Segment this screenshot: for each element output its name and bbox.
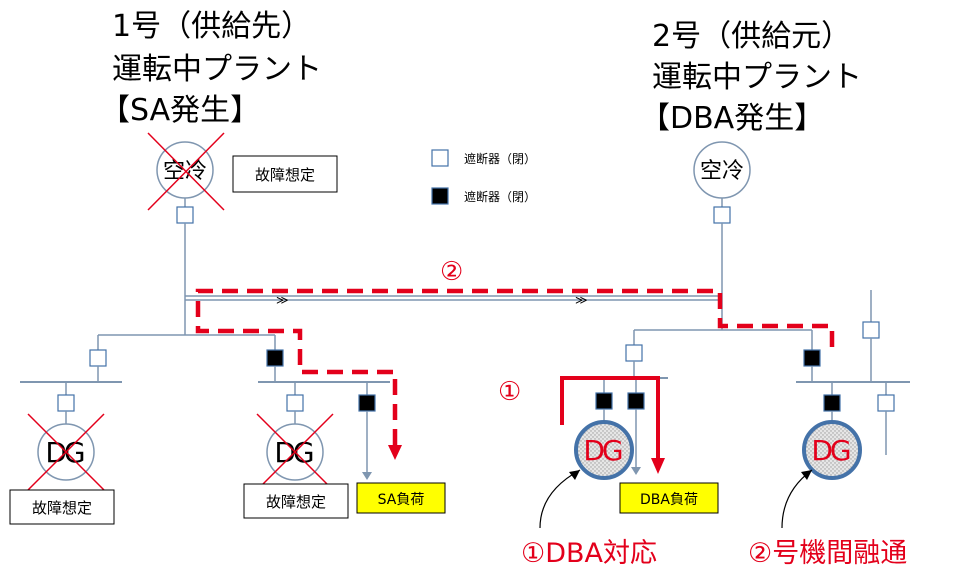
sa-load-label: SA負荷: [378, 492, 425, 508]
path-marker-1: ①: [498, 377, 521, 407]
unit2-dg2-breaker: [823, 394, 841, 412]
unit1-fault-label-top: 故障想定: [255, 166, 315, 184]
unit2-gen-breaker: [713, 206, 731, 224]
plant2-title-line1: 2号（供給元）: [652, 19, 851, 54]
path-marker-2: ②: [440, 257, 463, 287]
unit1-fault-label-dg1: 故障想定: [32, 499, 92, 517]
unit2-side-breaker-bottom: [877, 394, 895, 412]
unit1-feeder-breaker-left: [89, 349, 107, 367]
unit2-side-breaker-top: [862, 321, 880, 339]
interunit-caption: ②号機間融通: [748, 538, 907, 569]
plant2-title-line3: 【DBA発生】: [640, 101, 824, 136]
unit1-dg1: DG: [27, 413, 105, 491]
plant1-title-line1: 1号（供給先）: [112, 9, 311, 44]
unit1-aircooled-generator: 空冷: [147, 132, 225, 211]
dba-load-breaker: [627, 392, 645, 410]
dba-load-label: DBA負荷: [640, 492, 698, 508]
unit2-feeder-breaker-left: [625, 344, 643, 362]
unit2-aircooled-generator: 空冷: [693, 141, 751, 199]
legend-open-label: 遮断器（閉）: [464, 151, 536, 166]
unit2-feeder-breaker-right: [803, 349, 821, 367]
unit1-fault-box-dg2: 故障想定: [243, 483, 349, 519]
dba-response-caption: ①DBA対応: [521, 538, 657, 569]
tie-line: ≫ ≫: [185, 293, 722, 307]
unit2-dg2-label: DG: [811, 434, 850, 467]
unit2-aircooled-label: 空冷: [700, 159, 744, 184]
unit1-fault-box-dg1: 故障想定: [9, 489, 115, 525]
dba-arrow-icon: [651, 458, 665, 474]
unit2-dg1: DG: [574, 420, 634, 480]
unit1-feeder-breaker-right: [266, 349, 284, 367]
unit2-dg2: DG: [802, 420, 862, 480]
dba-load-box: DBA負荷: [619, 482, 719, 514]
dba-response-path: [560, 376, 660, 458]
legend-closed-breaker-icon: [431, 187, 449, 205]
plant2-title-line2: 運転中プラント: [652, 60, 862, 95]
dba-pointer-arrow: [539, 469, 581, 529]
unit1-fault-box-top: 故障想定: [232, 155, 338, 193]
sa-load-box: SA負荷: [356, 482, 446, 514]
legend: 遮断器（閉） 遮断器（閉）: [431, 149, 536, 205]
plant1-title-line3: 【SA発生】: [100, 93, 260, 128]
unit1-fault-label-dg2: 故障想定: [266, 493, 326, 511]
plant1-title-line2: 運転中プラント: [112, 52, 322, 87]
interunit-supply-path: [195, 288, 835, 445]
unit1-dg1-breaker: [57, 394, 75, 412]
unit1-dg2-breaker: [286, 394, 304, 412]
legend-open-breaker-icon: [431, 149, 449, 167]
cable-joint-icon: ≫: [575, 293, 588, 307]
sa-load-breaker: [358, 394, 376, 412]
legend-closed-label: 遮断器（閉）: [464, 189, 536, 204]
cable-joint-icon: ≫: [276, 293, 289, 307]
unit1-gen-breaker: [176, 206, 194, 224]
interunit-arrow-icon: [388, 445, 402, 460]
unit1-dg2: DG: [256, 413, 334, 491]
unit2-dg1-breaker: [595, 392, 613, 410]
unit2-dg1-label: DG: [583, 434, 622, 467]
